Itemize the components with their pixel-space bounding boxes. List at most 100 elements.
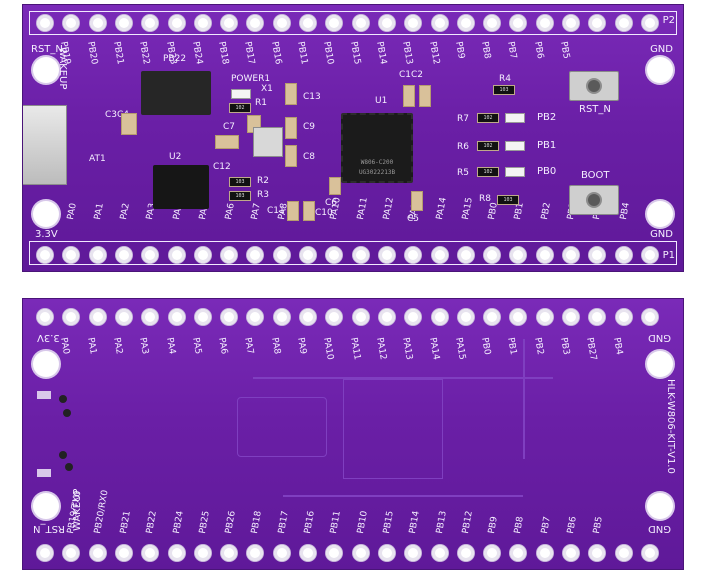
header-pin: [378, 15, 395, 31]
header-pin: [221, 309, 238, 325]
header-pin: [405, 15, 422, 31]
boot-button[interactable]: [569, 185, 619, 215]
pin-label: PB6: [531, 40, 545, 60]
header-pin: [194, 545, 211, 561]
label-power1: POWER1: [231, 74, 271, 84]
header-pin: [431, 309, 448, 325]
pin-label: PB25: [197, 510, 212, 535]
header-pin: [457, 15, 474, 31]
reset-button[interactable]: [569, 71, 619, 101]
pin-label: PB1: [505, 336, 519, 356]
led-pb2: [505, 113, 525, 123]
header-pin: [405, 247, 422, 263]
voltage-regulator: [141, 71, 211, 115]
pin-label: PB12: [426, 40, 441, 66]
header-pin: [142, 545, 159, 561]
label-c9: C9: [303, 122, 316, 132]
pin-label: PB8: [479, 40, 493, 60]
header-pin: [273, 309, 290, 325]
header-pin: [352, 309, 369, 325]
header-pin: [510, 15, 527, 31]
label-rst-n-front: RST_N: [31, 44, 63, 55]
pin-label: PA12: [381, 196, 396, 221]
label-c5: C5: [407, 214, 420, 224]
model-label: HLK-W806-KIT-V1.0: [665, 379, 676, 474]
label-u1: U1: [375, 96, 388, 106]
header-pin: [536, 309, 553, 325]
pin-label: PB2: [531, 336, 545, 356]
header-pin: [37, 15, 53, 31]
header-pin: [326, 15, 343, 31]
pin-label: PA15: [452, 336, 467, 361]
mounting-hole: [33, 201, 59, 227]
pin-label: PB16: [303, 510, 317, 535]
resistor: 102: [477, 141, 499, 151]
mounting-hole: [647, 201, 673, 227]
pin-label: PB3: [558, 336, 571, 356]
header-pin: [615, 309, 632, 325]
trace-line: [283, 495, 523, 497]
capacitor: [419, 85, 431, 107]
header-p2-label: P2: [662, 15, 675, 26]
pin-label: PB21: [111, 40, 125, 66]
capacitor: [215, 135, 239, 149]
label-gnd-top-back: GND: [648, 332, 671, 343]
header-pin: [273, 15, 290, 31]
pin-label: PB5: [558, 40, 571, 60]
header-pin: [300, 309, 316, 325]
pin-label: PB15: [381, 510, 396, 535]
label-r3: R3: [257, 190, 269, 200]
pin-label: PB11: [329, 510, 344, 535]
pin-label: PB8: [513, 515, 527, 535]
header-pin: [563, 545, 579, 561]
header-pin: [168, 309, 185, 325]
header-pin: [142, 15, 159, 31]
header-pin: [168, 247, 185, 263]
bottom-header-p1: [29, 241, 677, 265]
resistor: 102: [477, 167, 499, 177]
header-pin: [563, 247, 579, 263]
pin-label: PA11: [347, 336, 362, 361]
pin-label: PB15: [347, 40, 362, 66]
header-pin: [63, 309, 80, 325]
pin-label: PB0: [479, 336, 493, 356]
pin-label: PB4: [618, 201, 632, 221]
label-3v3-front: 3.3V: [35, 229, 58, 240]
pin-label: PA9: [295, 336, 308, 356]
pin-label: PA7: [242, 336, 256, 356]
header-pin: [641, 309, 658, 325]
header-pin: [326, 247, 343, 263]
trace-outline: [343, 379, 443, 479]
label-rst-n-back: RST_N: [33, 523, 65, 534]
smd-pad: [37, 469, 51, 477]
pin-label: PA13: [400, 336, 415, 361]
pin-label: PB21: [118, 510, 133, 535]
label-r2: R2: [257, 176, 269, 186]
header-pin: [142, 309, 159, 325]
header-pin: [89, 545, 106, 561]
header-pin: [457, 545, 474, 561]
pin-label: PB11: [295, 40, 309, 66]
header-pin: [326, 545, 343, 561]
header-pin: [247, 247, 264, 263]
main-chip-u1: W806-C200 UG3022213B: [341, 113, 413, 183]
label-x1-vis: X1: [261, 84, 273, 94]
label-c7: C7: [223, 122, 236, 132]
label-c13: C13: [303, 92, 321, 102]
top-header-p2: [29, 11, 677, 35]
header-pin: [378, 247, 395, 263]
header-pin: [63, 15, 80, 31]
label-pb1-led: PB1: [537, 140, 557, 151]
trace-line: [523, 339, 525, 459]
pin-label: PB18: [250, 510, 265, 535]
resistor: 102: [229, 103, 251, 113]
label-c3c4: C3C4: [105, 110, 130, 120]
header-pin: [221, 545, 238, 561]
chip-u2: [153, 165, 209, 209]
header-pin: [510, 309, 527, 325]
header-pin: [563, 15, 579, 31]
header-pin: [641, 247, 658, 263]
capacitor: [303, 201, 315, 221]
via-hole: [63, 409, 71, 417]
